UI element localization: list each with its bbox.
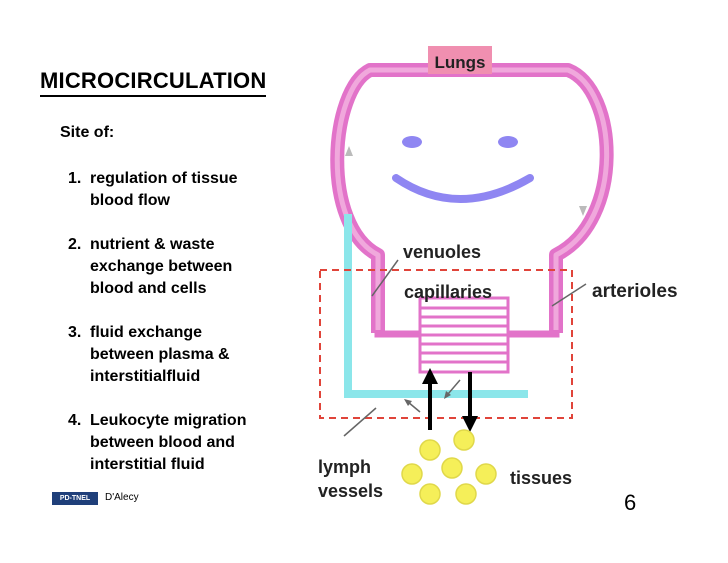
list-item: 3.fluid exchange between plasma & inters… — [68, 324, 230, 385]
tissues-label: tissues — [510, 468, 572, 488]
arrow-up-icon — [422, 368, 438, 384]
author-credit: D'Alecy — [105, 492, 139, 503]
interstitial-boundary — [319, 269, 573, 419]
list-item: 4.Leukocyte migration between blood and … — [68, 412, 247, 473]
list-item: 1.regulation of tissue blood flow — [68, 170, 238, 209]
lungs-label: Lungs — [435, 53, 486, 72]
institution-logo: PD-TNEL — [52, 492, 98, 505]
arteriole-vessel — [508, 330, 560, 338]
left-eye — [402, 136, 422, 148]
lymph-label: lymph — [318, 457, 371, 477]
slide-title: MICROCIRCULATION — [40, 68, 267, 97]
right-eye — [498, 136, 518, 148]
arrow-up-icon — [345, 146, 353, 156]
venule-vessel — [374, 330, 420, 338]
arterioles-label: arterioles — [592, 281, 678, 302]
list-item: 2.nutrient & waste exchange between bloo… — [68, 236, 233, 297]
lungs-box — [428, 46, 492, 74]
site-of-label: Site of: — [60, 124, 115, 141]
capillaries-label: capillaries — [404, 282, 492, 302]
page-number: 6 — [624, 490, 637, 515]
smile — [392, 174, 534, 203]
arrow-down-icon — [462, 416, 478, 432]
vessels-label: vessels — [318, 481, 383, 501]
venuoles-label: venuoles — [403, 242, 481, 262]
arrow-down-icon — [579, 206, 587, 216]
tissue-cells — [401, 429, 497, 505]
